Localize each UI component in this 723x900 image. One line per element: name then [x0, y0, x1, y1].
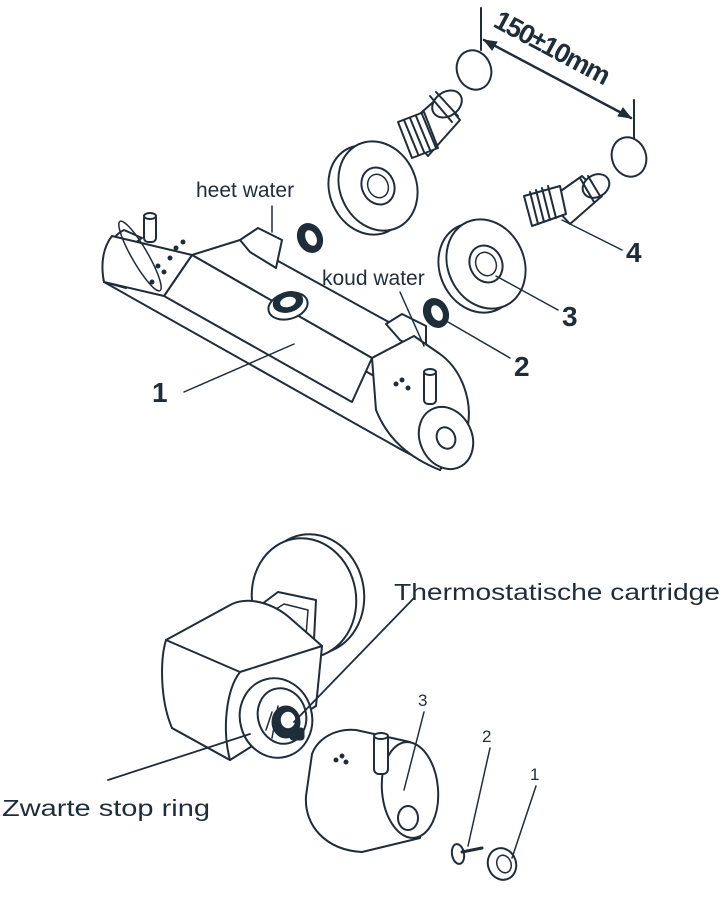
filter-washer-lower: [422, 297, 450, 329]
body-block: [161, 599, 323, 761]
callout-3-small: 3: [418, 691, 427, 710]
cover-cap: [486, 847, 518, 881]
callout-2-small: 2: [482, 727, 491, 746]
callout-4-number: 4: [626, 237, 642, 268]
mixer-exploded-view: 150±10mm: [101, 5, 648, 471]
fixing-screw: [450, 843, 484, 865]
callout-1-small: 1: [530, 765, 539, 784]
callout-3-number: 3: [562, 301, 578, 332]
temperature-handle: [304, 728, 440, 853]
thermostatic-cartridge: [265, 705, 305, 741]
callout-1: 1: [152, 343, 295, 408]
hot-water-label: heet water: [196, 179, 294, 202]
cover-rosette-lower: [437, 218, 527, 314]
cold-water-label: koud water: [322, 267, 425, 290]
callout-2: 2: [447, 321, 530, 382]
callout-3: 3: [495, 275, 578, 332]
dimension-arrow: [480, 7, 635, 139]
eccentric-connector-upper: [397, 89, 463, 159]
wall-connection-circles: [455, 49, 648, 178]
callout-1-number: 1: [152, 377, 168, 408]
mixer-body: [101, 212, 475, 471]
callout-4: 4: [561, 219, 642, 268]
dimension-label: 150±10mm: [489, 5, 615, 91]
cover-rosette-upper: [327, 140, 419, 236]
cartridge-exploded-view: Thermostatische cartridge Zwarte stop ri…: [2, 533, 720, 881]
stop-ring-label: Zwarte stop ring: [2, 795, 210, 821]
eccentric-connector-lower: [523, 173, 611, 227]
cartridge-label: Thermostatische cartridge: [394, 579, 720, 605]
filter-washer-upper: [296, 222, 324, 254]
callout-2-number: 2: [514, 351, 530, 382]
